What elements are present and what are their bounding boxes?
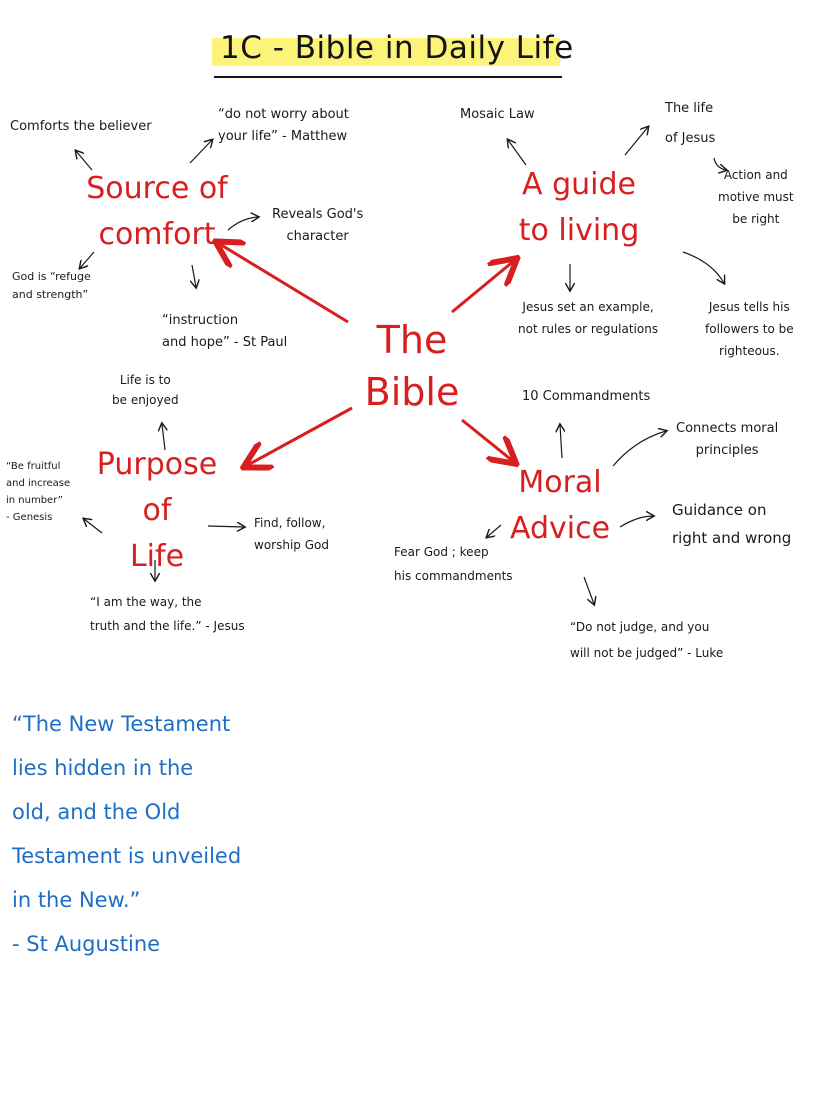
note-jesus-set-example: Jesus set an example, not rules or regul… [518, 300, 659, 336]
note-connects-moral-principles: Connects moral principles [676, 421, 779, 458]
note-mosaic-law: Mosaic Law [460, 107, 535, 122]
note-reveals-gods-character: Reveals God's character [272, 207, 364, 244]
title-text: 1C - Bible in Daily Life [220, 30, 574, 66]
arrow-to-guide-to-living [451, 260, 515, 314]
note-guidance-right-wrong: Guidance on right and wrong [672, 501, 792, 547]
note-life-of-jesus: The life of Jesus [665, 101, 716, 146]
arrow-to-purpose-of-life [246, 406, 353, 466]
note-do-not-judge: “Do not judge, and you will not be judge… [570, 620, 724, 660]
arrow-to-source-of-comfort [218, 243, 349, 324]
page-title: 1C - Bible in Daily Life [210, 26, 573, 78]
note-comforts-believer: Comforts the believer [10, 119, 152, 134]
topic-source-of-comfort: Source of comfort [86, 171, 228, 252]
topic-purpose-of-life: Purpose of Life [96, 447, 218, 574]
note-life-to-be-enjoyed: Life is to be enjoyed [112, 373, 179, 407]
arrow-to-moral-advice [461, 418, 514, 462]
sub-arrows [76, 127, 726, 604]
topic-moral-advice: Moral Advice [509, 465, 611, 546]
note-jesus-tells-followers: Jesus tells his followers to be righteou… [705, 300, 794, 358]
title-highlight [212, 38, 560, 66]
note-do-not-worry: “do not worry about your life” - Matthew [218, 107, 349, 144]
note-be-fruitful: “Be fruitful and increase in number” - G… [6, 461, 71, 523]
main-arrows [218, 243, 515, 466]
note-instruction-and-hope: “instruction and hope” - St Paul [162, 313, 288, 350]
note-refuge-and-strength: God is “refuge and strength” [12, 270, 91, 301]
topic-guide-to-living: A guide to living [518, 167, 640, 248]
note-ten-commandments: 10 Commandments [522, 389, 651, 404]
note-find-follow-worship: Find, follow, worship God [254, 516, 329, 552]
augustine-quote: “The New Testament lies hidden in the ol… [12, 712, 242, 956]
note-action-and-motive: Action and motive must be right [718, 168, 794, 226]
title-underline [214, 76, 562, 78]
center-node-the-bible: The Bible [364, 318, 460, 414]
note-i-am-the-way: “I am the way, the truth and the life.” … [90, 595, 245, 633]
note-fear-god: Fear God ; keep his commandments [394, 545, 513, 583]
